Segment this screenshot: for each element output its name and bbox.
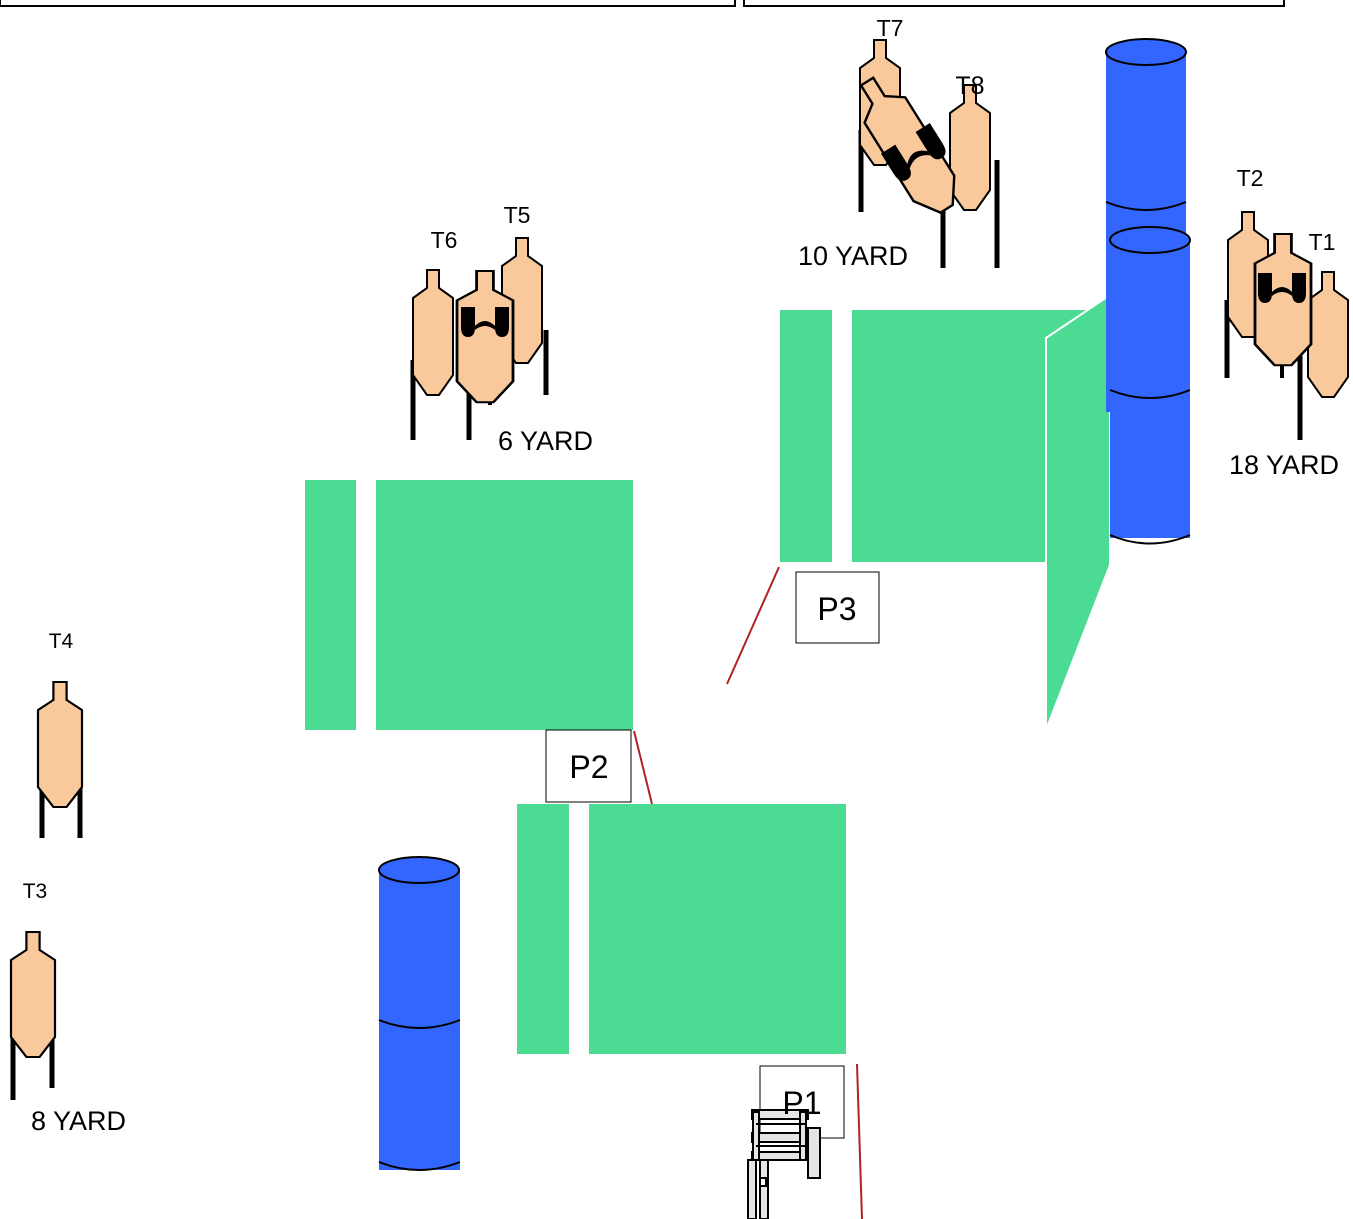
header-box-right bbox=[743, 0, 1285, 7]
target-label-t6: T6 bbox=[431, 227, 458, 253]
header-box-left bbox=[0, 0, 736, 7]
fault-lines bbox=[633, 566, 863, 1219]
distance-label-10-yard: 10 YARD bbox=[798, 241, 908, 271]
distance-label-8-yard: 8 YARD bbox=[31, 1106, 126, 1136]
barrel-stack-left bbox=[378, 856, 461, 1171]
target-label-t8: T8 bbox=[955, 72, 984, 100]
position-label-p2: P2 bbox=[569, 749, 608, 785]
target-array-6-yard bbox=[410, 237, 549, 440]
position-box-p3 bbox=[795, 571, 880, 644]
target-array-10-yard bbox=[845, 39, 1000, 268]
target-label-t1: T1 bbox=[1309, 229, 1336, 255]
position-box-p2 bbox=[545, 729, 632, 803]
target-label-t5: T5 bbox=[504, 202, 531, 228]
target-t3 bbox=[9, 930, 57, 1100]
target-t4 bbox=[36, 680, 84, 838]
barrel-stack-right bbox=[1105, 38, 1191, 545]
target-label-t7: T7 bbox=[877, 15, 904, 41]
target-label-t2: T2 bbox=[1237, 165, 1264, 191]
distance-label-18-yard: 18 YARD bbox=[1229, 450, 1339, 480]
target-label-t3: T3 bbox=[23, 880, 48, 903]
target-label-t4: T4 bbox=[49, 630, 74, 653]
chair-icon bbox=[747, 1109, 821, 1219]
position-label-p1: P1 bbox=[782, 1085, 821, 1121]
wall-right bbox=[780, 293, 1111, 731]
wall-center bbox=[517, 804, 846, 1054]
wall-left bbox=[305, 480, 633, 730]
position-label-p3: P3 bbox=[817, 591, 856, 627]
target-array-18-yard bbox=[1224, 211, 1349, 440]
distance-label-6-yard: 6 YARD bbox=[498, 426, 593, 456]
